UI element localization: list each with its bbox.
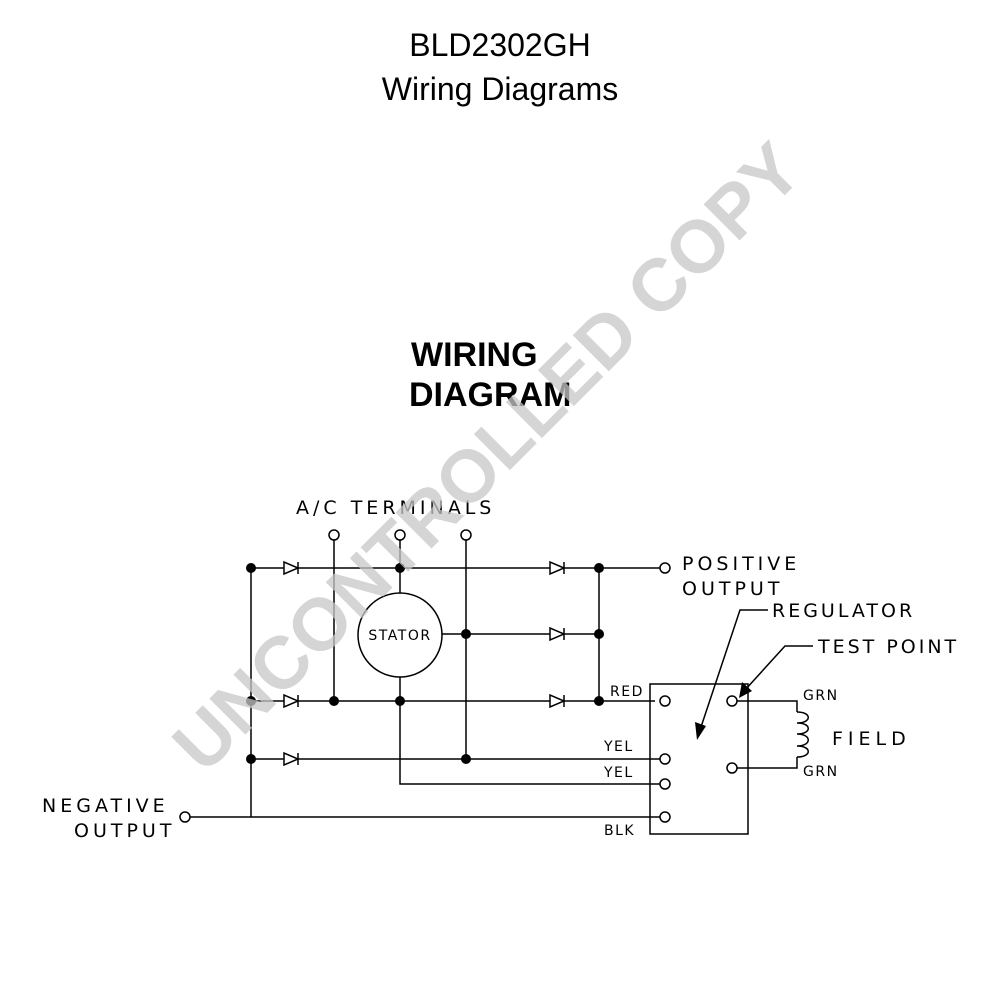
junction-dot [594,629,604,639]
ac-terminal-2 [394,529,406,541]
test-point-pointer-line [744,645,813,691]
diode-stator-right [549,626,566,642]
model-title: BLD2302GH [409,27,590,63]
field-coil [796,711,809,758]
regulator-pointer-line [699,609,768,731]
junction-dot [329,696,339,706]
wire-yel1-label: YEL [603,739,634,755]
diode-mid-left [283,693,300,709]
field-bottom-lead [732,757,798,769]
wire-yel2-label: YEL [603,765,634,781]
test-point-terminal [726,695,738,707]
junction-dot [461,629,471,639]
negative-output-label-line1: NEGATIVE [42,795,169,817]
regulator-yel1-terminal [659,753,671,765]
test-point-pointer-arrowhead [739,682,752,698]
test-point-label: TEST POINT [817,636,959,658]
junctions [246,563,604,764]
junction-dot [594,563,604,573]
uncontrolled-copy-watermark: UNCONTROLLED COPY [157,127,817,787]
field-lower-terminal [726,762,738,774]
ac-terminal-1 [328,529,340,541]
ac-terminals-label: A/C TERMINALS [296,497,495,519]
junction-dot [395,563,405,573]
wire-red-label: RED [610,684,644,700]
labels: A/C TERMINALS POSITIVE OUTPUT NEGATIVE O… [42,497,959,842]
regulator-label: REGULATOR [772,600,915,622]
regulator-pointer-arrowhead [695,722,706,740]
positive-output-label-line1: POSITIVE [682,553,800,575]
regulator-box [649,683,749,835]
regulator-yel2-terminal [659,778,671,790]
diode-top-left [283,560,300,576]
junction-dot [246,563,256,573]
regulator-blk-terminal [659,811,671,823]
field-label: FIELD [832,728,911,750]
ac-terminal-3 [460,529,472,541]
stator-yel-wire [399,677,660,785]
diode-low-left [283,751,300,767]
junction-dot [246,696,256,706]
page-subtitle: Wiring Diagrams [382,71,618,107]
junction-dot [594,696,604,706]
negative-output-terminal [179,811,191,823]
field-top-lead [737,700,798,712]
stator-label: STATOR [368,628,431,644]
junction-dot [461,754,471,764]
junction-dot [395,696,405,706]
diode-mid-right [549,693,566,709]
terminals [179,529,738,823]
wire-grn1-label: GRN [803,688,839,704]
positive-output-terminal [659,562,671,574]
positive-output-label-line2: OUTPUT [682,578,783,600]
diodes [283,560,566,767]
junction-dot [246,754,256,764]
diode-top-right [549,560,566,576]
wire-grn2-label: GRN [803,764,839,780]
negative-output-label-line2: OUTPUT [74,820,175,842]
diagram-heading-line1: WIRING [411,336,538,374]
wire-blk-label: BLK [604,823,635,839]
diagram-heading-line2: DIAGRAM [409,376,571,414]
regulator-red-terminal [659,695,671,707]
stator-symbol [357,592,443,678]
